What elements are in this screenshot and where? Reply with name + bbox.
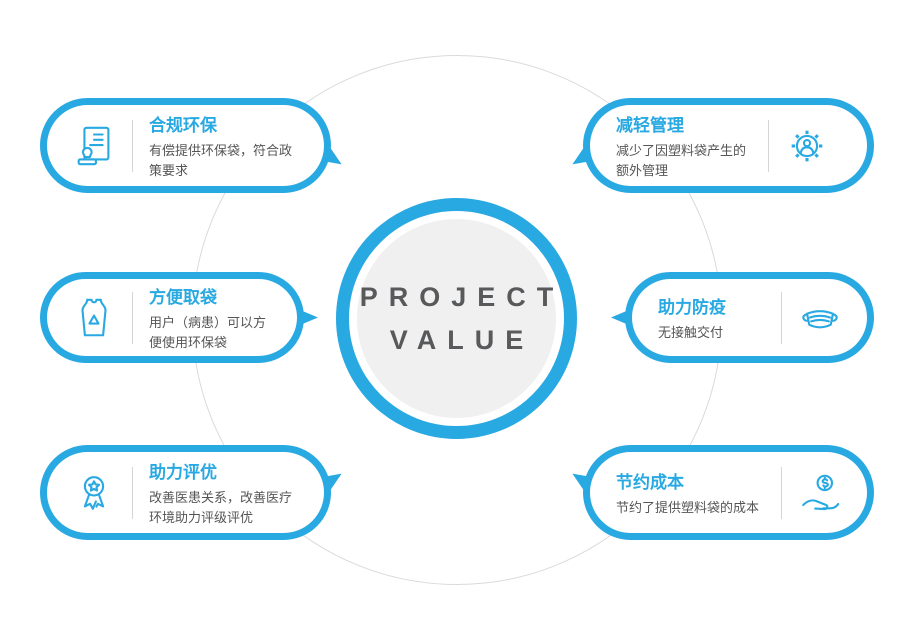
card-management: 减轻管理 减少了因塑料袋产生的额外管理 <box>583 98 874 193</box>
card-title: 助力防疫 <box>658 297 726 317</box>
divider <box>781 291 782 344</box>
card-cost: 节约成本 节约了提供塑料袋的成本 <box>583 445 874 540</box>
card-award: 助力评优 改善医患关系，改善医疗环境助力评级评优 <box>40 445 331 540</box>
card-title: 方便取袋 <box>149 288 217 307</box>
award-ribbon-icon <box>71 470 117 516</box>
card-bag: 方便取袋 用户（病患）可以方便使用环保袋 <box>40 272 318 363</box>
divider <box>132 466 133 519</box>
center-badge: PROJECT VALUE <box>336 198 577 439</box>
divider <box>132 119 133 172</box>
card-compliance: 合规环保 有偿提供环保袋，符合政策要求 <box>40 98 331 193</box>
divider <box>781 466 782 519</box>
recycle-bag-icon <box>71 295 117 341</box>
gear-user-icon <box>784 123 830 169</box>
card-description: 用户（病患）可以方便使用环保袋 <box>149 315 267 350</box>
card-description: 无接触交付 <box>658 324 724 340</box>
card-title: 助力评优 <box>149 463 217 482</box>
center-title-line2: VALUE <box>389 324 535 355</box>
card-epidemic: 助力防疫 无接触交付 <box>611 272 874 363</box>
card-description: 有偿提供环保袋，符合政策要求 <box>149 143 293 178</box>
card-description: 减少了因塑料袋产生的额外管理 <box>616 143 747 178</box>
card-description: 改善医患关系，改善医疗环境助力评级评优 <box>149 490 293 525</box>
center-badge-inner: PROJECT VALUE <box>357 219 556 418</box>
card-title: 合规环保 <box>149 116 217 135</box>
stamp-certificate-icon <box>71 123 117 169</box>
card-title: 节约成本 <box>616 472 684 492</box>
divider <box>132 291 133 344</box>
card-title: 减轻管理 <box>616 116 684 135</box>
center-title-line1: PROJECT <box>359 281 565 312</box>
card-description: 节约了提供塑料袋的成本 <box>616 499 760 515</box>
divider <box>768 119 769 172</box>
face-mask-icon <box>797 295 843 341</box>
hand-coin-icon <box>797 470 843 516</box>
